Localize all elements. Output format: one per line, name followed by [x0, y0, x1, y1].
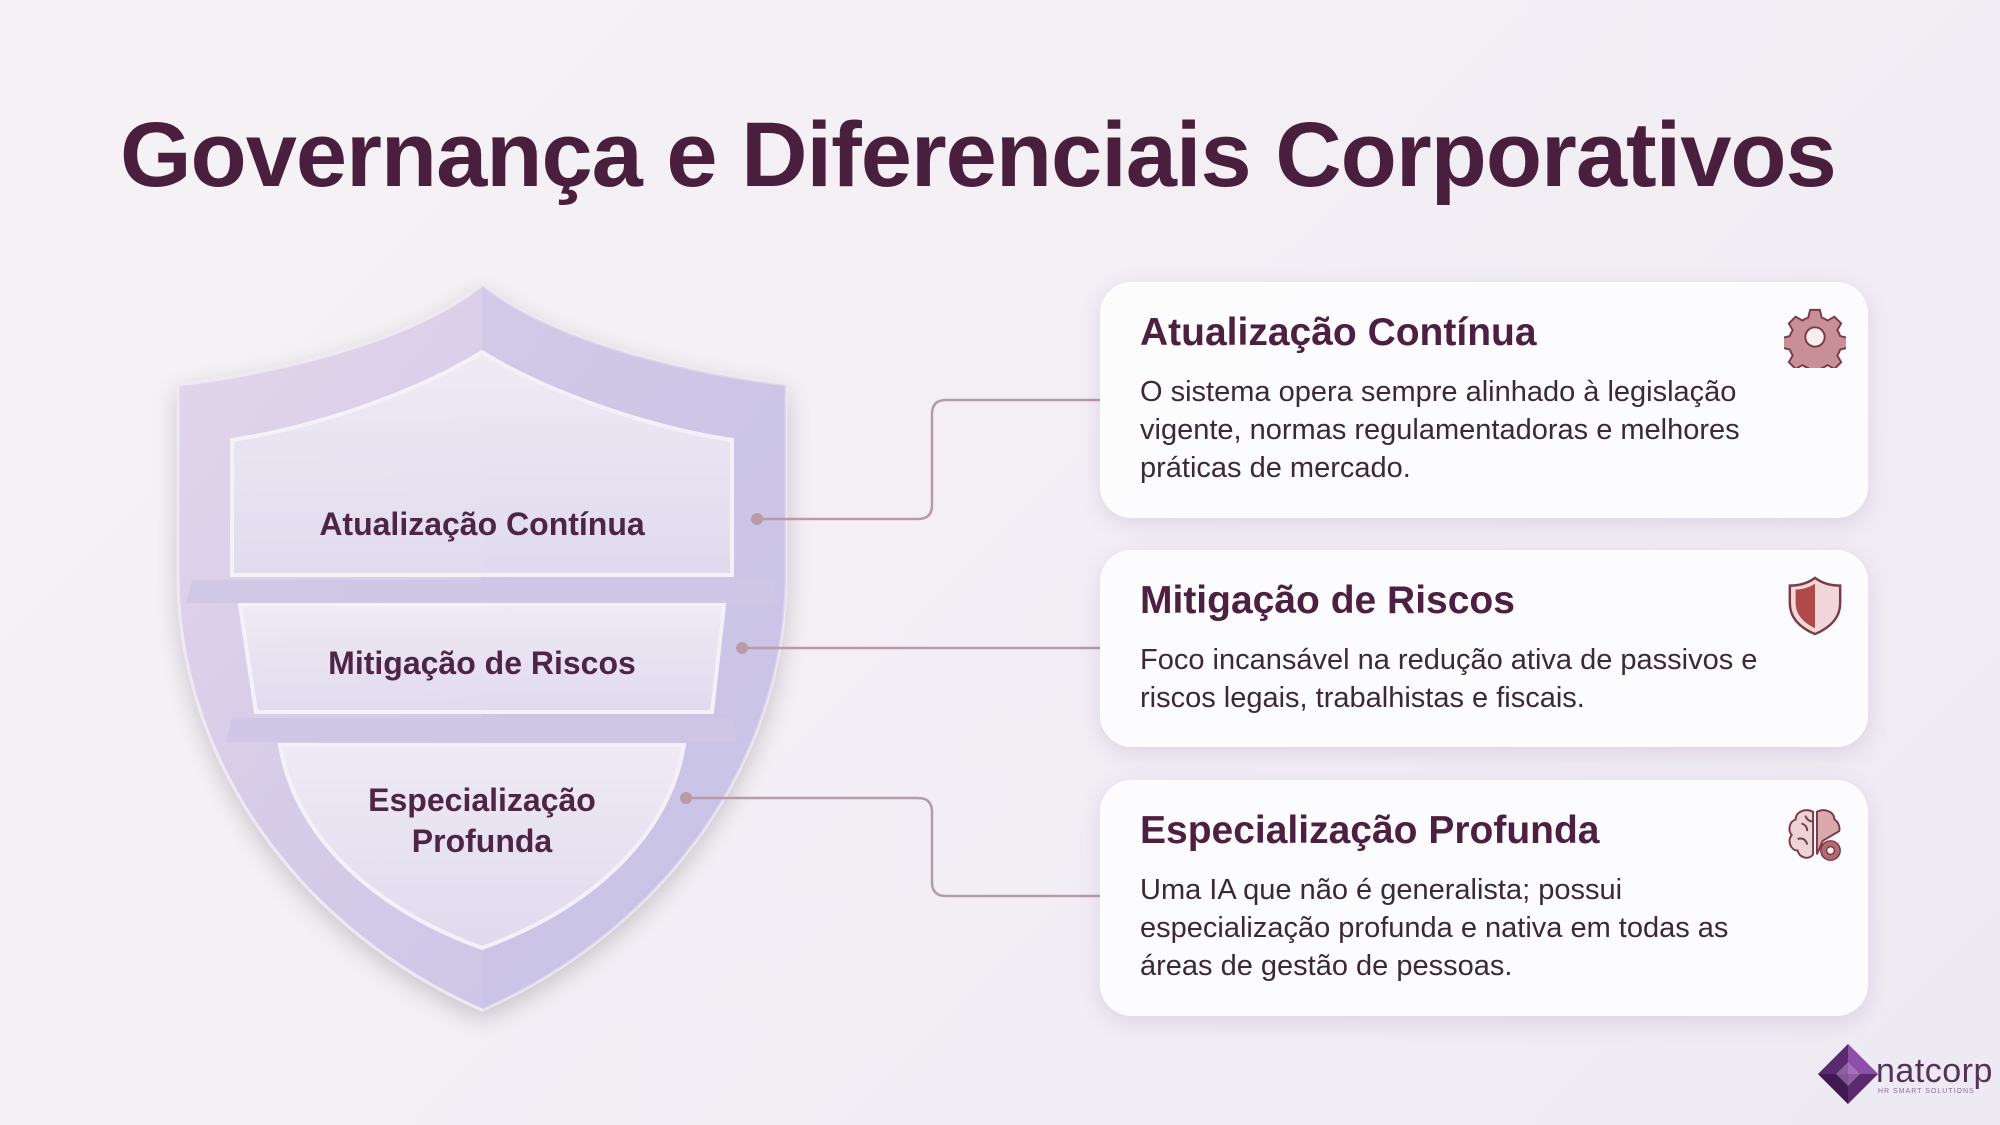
natcorp-logo-text: natcorp — [1876, 1052, 1993, 1090]
connector-atualizacao — [757, 398, 1100, 521]
shield-layer-mitigacao — [237, 603, 727, 714]
connector-dot-2 — [736, 642, 748, 654]
shield-layer-especializacao — [277, 743, 687, 951]
card-atualizacao: Atualização Contínua O sistema opera sem… — [1100, 282, 1868, 518]
shield-label-especializacao-2: Profunda — [412, 823, 553, 859]
shield-label-mitigacao: Mitigação de Riscos — [328, 645, 636, 681]
connector-especializacao — [686, 796, 1100, 898]
shield-icon — [1788, 576, 1842, 636]
card-title: Especialização Profunda — [1140, 809, 1600, 852]
card-title: Atualização Contínua — [1140, 311, 1537, 354]
natcorp-logo-tagline: HR SMART SOLUTIONS — [1878, 1088, 1975, 1095]
card-text: O sistema opera sempre alinhado à legisl… — [1140, 375, 1740, 484]
shield-layer-atualizacao — [230, 349, 734, 577]
card-mitigacao: Mitigação de Riscos Foco incansável na r… — [1100, 550, 1868, 747]
natcorp-logo-mark — [1818, 1044, 1878, 1104]
card-text: Foco incansável na redução ativa de pass… — [1140, 643, 1758, 714]
card-text: Uma IA que não é generalista; possui esp… — [1140, 873, 1729, 982]
page-title: Governança e Diferenciais Corporativos — [120, 104, 1837, 206]
gear-icon — [1784, 308, 1846, 368]
card-especializacao: Especialização Profunda Uma IA que não é… — [1100, 780, 1868, 1016]
connector-dot-1 — [751, 513, 763, 525]
connector-dot-3 — [680, 792, 692, 804]
brain-gear-icon — [1788, 809, 1841, 861]
shield-label-atualizacao: Atualização Contínua — [319, 506, 645, 542]
card-title: Mitigação de Riscos — [1140, 579, 1515, 622]
connectors — [686, 398, 1100, 898]
shield-label-especializacao-1: Especialização — [368, 782, 596, 818]
